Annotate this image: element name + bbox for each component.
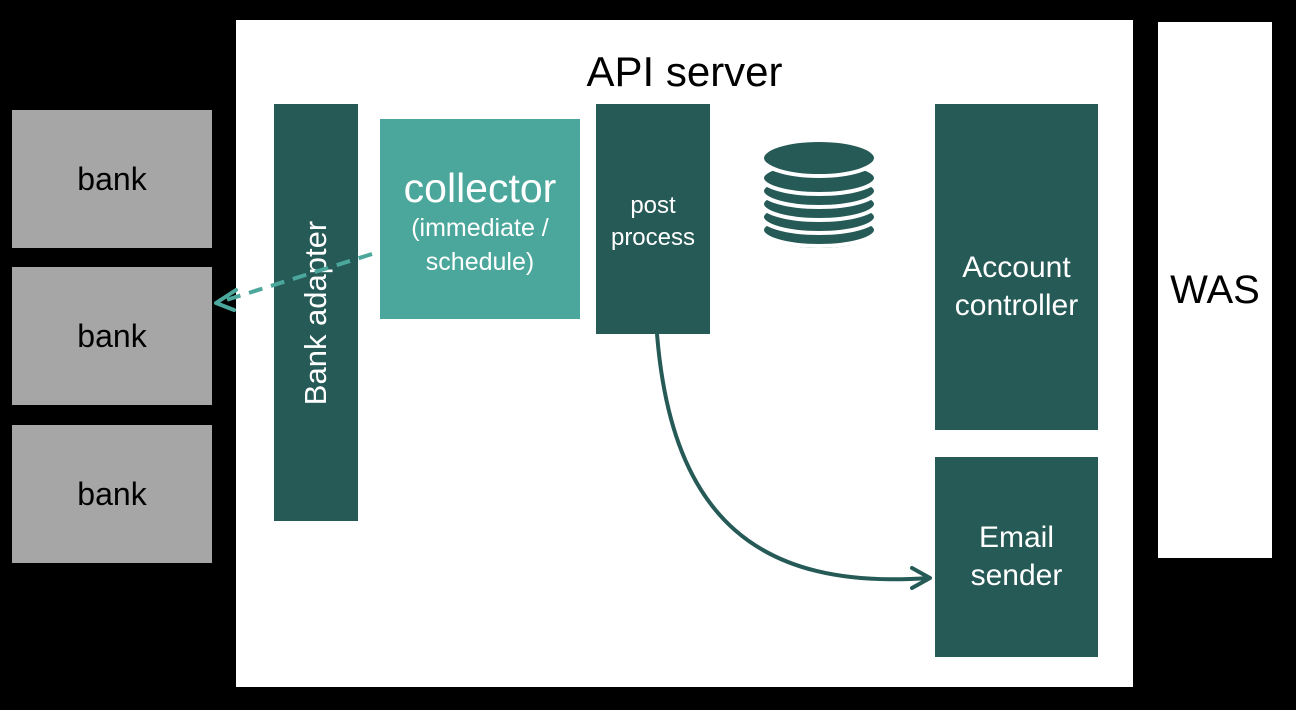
bank-label-1: bank: [77, 160, 147, 197]
post-process-box: post process: [596, 104, 710, 334]
collector-subtitle-line2: schedule): [425, 248, 535, 276]
collector-box: collector (immediate / schedule): [380, 119, 580, 319]
account-controller-line2: controller: [954, 289, 1079, 322]
email-sender-line1: Email: [978, 521, 1054, 554]
bank-adapter-label: Bank adapter: [298, 220, 334, 405]
bank-box-1: bank: [12, 110, 212, 248]
was-label: WAS: [1170, 267, 1260, 312]
post-process-line2: process: [610, 224, 696, 251]
post-process-line1: post: [630, 192, 676, 219]
collector-subtitle-line1: (immediate /: [411, 214, 549, 242]
was-box: WAS: [1158, 22, 1272, 558]
bank-box-3: bank: [12, 425, 212, 563]
account-controller-box: Account controller: [935, 104, 1098, 430]
collector-title: collector: [403, 165, 557, 211]
bank-label-2: bank: [77, 317, 147, 354]
account-controller-line1: Account: [962, 251, 1071, 284]
api-server-title: API server: [586, 48, 783, 95]
bank-adapter-box: Bank adapter: [274, 104, 358, 521]
bank-box-2: bank: [12, 267, 212, 405]
bank-label-3: bank: [77, 475, 147, 512]
email-sender-box: Email sender: [935, 457, 1098, 657]
database-icon: [760, 138, 878, 252]
email-sender-line2: sender: [970, 559, 1063, 592]
